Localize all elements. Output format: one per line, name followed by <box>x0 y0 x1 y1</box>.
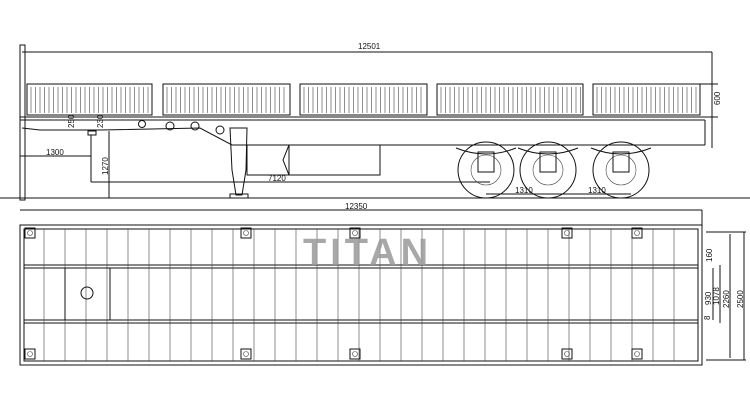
dim-2260: 2260 <box>722 290 731 308</box>
axle-hub <box>612 151 630 173</box>
dim-8: 8 <box>703 315 712 320</box>
leaf-spring <box>517 147 579 155</box>
dim-panel-height: 600 <box>713 91 722 105</box>
leaf-spring <box>455 147 517 155</box>
axle-hub <box>539 151 557 173</box>
kingpin-plate <box>64 267 111 321</box>
dim-kingpin-offset: 1300 <box>46 148 64 157</box>
dim-axle-2: 1310 <box>588 186 606 195</box>
twist-lock <box>561 227 573 239</box>
twist-lock <box>561 348 573 360</box>
axles <box>455 141 652 199</box>
kingpin <box>87 130 97 136</box>
twist-lock <box>349 227 361 239</box>
side-panel <box>299 83 428 116</box>
landing-gear <box>229 127 248 196</box>
plan-outline <box>19 224 703 366</box>
dim-landing-height: 1270 <box>101 157 110 175</box>
twist-lock <box>349 348 361 360</box>
side-view: 12501 600 250 230 1300 1270 7120 1310 <box>0 42 750 201</box>
side-panels <box>26 83 701 116</box>
side-panel <box>436 83 584 116</box>
dim-930: 930 <box>704 291 713 305</box>
cross-members <box>43 229 675 361</box>
side-panel <box>26 83 153 116</box>
dim-frame-front: 250 <box>67 114 76 128</box>
twist-lock <box>240 348 252 360</box>
side-panel <box>162 83 291 116</box>
dim-2500: 2500 <box>736 290 745 308</box>
wheel <box>457 141 515 199</box>
air-tank <box>282 144 381 176</box>
watermark-logo: TITAN <box>303 232 432 274</box>
twist-lock <box>24 348 36 360</box>
side-panel <box>592 83 701 116</box>
dim-kingpin-axle: 7120 <box>268 174 286 183</box>
dim-axle-1: 1310 <box>515 186 533 195</box>
chassis-beam <box>21 127 705 146</box>
twist-lock <box>631 227 643 239</box>
twist-locks <box>24 227 643 360</box>
plan-view: 12350 TITAN 160 930 1078 2260 2500 8 <box>19 202 746 366</box>
axle-hub <box>477 151 495 173</box>
leaf-spring <box>590 147 652 155</box>
twist-lock <box>24 227 36 239</box>
dim-1078: 1078 <box>712 287 721 305</box>
dim-plan-length: 12350 <box>345 202 368 211</box>
twist-lock <box>631 348 643 360</box>
front-post <box>19 44 26 201</box>
dim-160: 160 <box>705 248 714 262</box>
dim-frame-mid: 230 <box>96 114 105 128</box>
twist-lock <box>240 227 252 239</box>
dim-overall-length: 12501 <box>358 42 381 51</box>
